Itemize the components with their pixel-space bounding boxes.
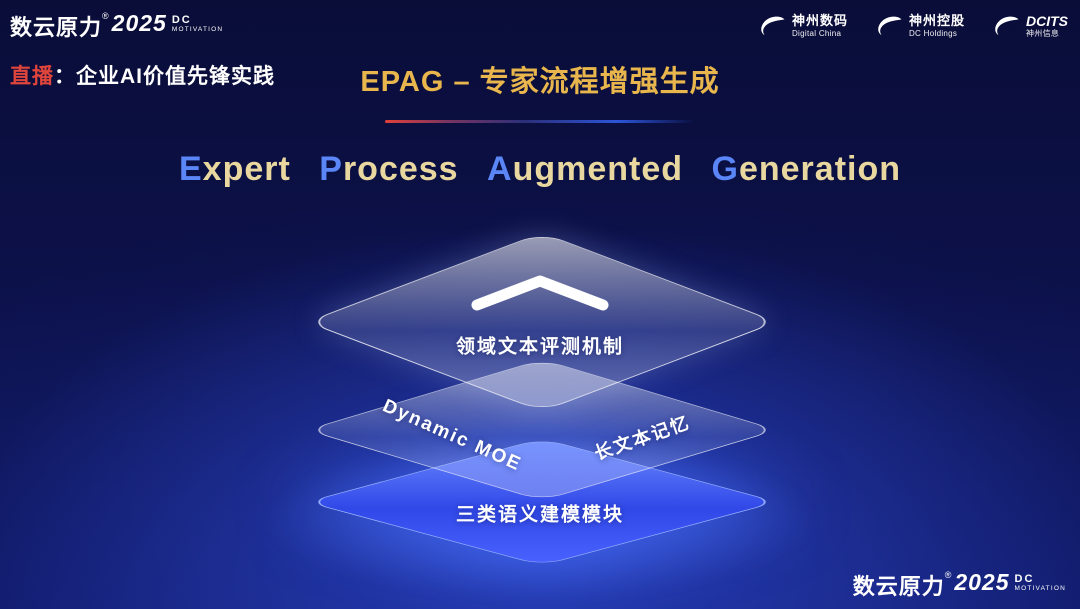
title-word: Augmented: [487, 150, 683, 188]
live-badge-text: 直播: [10, 65, 54, 88]
partner-subname: 神州信息: [1026, 29, 1060, 39]
title-rest: xpert: [202, 150, 291, 188]
title-initial: E: [178, 150, 203, 188]
live-topic-text: ：企业AI价值先锋实践: [54, 65, 275, 88]
brand-dc: DC: [171, 14, 192, 26]
swoosh-icon: [874, 14, 904, 38]
slide-title: EPAG – 专家流程增强生成: [360, 66, 720, 98]
title-initial: P: [319, 150, 343, 188]
chevron-up-icon: [471, 275, 609, 311]
title-word: Process: [319, 150, 458, 188]
layer-top-shape: [305, 232, 779, 412]
live-stream-label: 直播：企业AI价值先锋实践: [10, 60, 275, 90]
registered-mark-icon: ®: [944, 570, 952, 580]
partner-name: 神州控股: [908, 12, 965, 28]
partner-name: DCITS: [1026, 13, 1068, 29]
brand-sub-text: DC MOTIVATION: [1015, 573, 1066, 592]
partner-name: 神州数码: [791, 12, 848, 28]
partner-logo-dc-holdings: 神州控股 DC Holdings: [874, 12, 965, 38]
title-word: Expert: [179, 150, 291, 188]
brand-year: 2025: [954, 569, 1010, 595]
swoosh-icon: [757, 14, 787, 38]
title-initial: G: [711, 150, 739, 188]
partner-subname: Digital China: [791, 28, 842, 38]
main-title: Expert Process Augmented Generation: [0, 150, 1080, 189]
brand-sub-text: DC MOTIVATION: [172, 14, 223, 33]
layer-top-label: 领域文本评测机制: [455, 336, 625, 358]
title-initial: A: [487, 150, 513, 188]
title-rest: ugmented: [512, 150, 684, 188]
partner-logo-digital-china: 神州数码 Digital China: [757, 12, 848, 38]
layer-bottom-label: 三类语义建模模块: [455, 504, 625, 526]
title-word: Generation: [712, 150, 902, 188]
brand-cn-text: 数云原力: [10, 15, 103, 40]
title-rest: eneration: [738, 150, 902, 188]
partner-text: 神州数码 Digital China: [791, 12, 848, 38]
partner-logo-dcits: DCITS 神州信息: [991, 13, 1068, 38]
partner-text: DCITS 神州信息: [1026, 13, 1068, 38]
swoosh-icon: [991, 14, 1021, 38]
registered-mark-icon: ®: [102, 11, 109, 21]
gradient-divider: [385, 120, 695, 123]
partner-subname: DC Holdings: [908, 28, 958, 38]
brand-cn-text: 数云原力: [852, 574, 945, 599]
brand-logo-bottom-right: 数云原力®2025 DC MOTIVATION: [853, 569, 1066, 601]
partner-logos: 神州数码 Digital China 神州控股 DC Holdings DCIT…: [757, 13, 1068, 38]
title-rest: rocess: [342, 150, 459, 188]
brand-year: 2025: [111, 10, 167, 36]
brand-logo-top-left: 数云原力®2025 DC MOTIVATION: [10, 10, 223, 42]
brand-dc: DC: [1014, 573, 1035, 585]
partner-text: 神州控股 DC Holdings: [908, 12, 965, 38]
brand-motivation: MOTIVATION: [1014, 585, 1066, 593]
brand-motivation: MOTIVATION: [171, 26, 224, 34]
